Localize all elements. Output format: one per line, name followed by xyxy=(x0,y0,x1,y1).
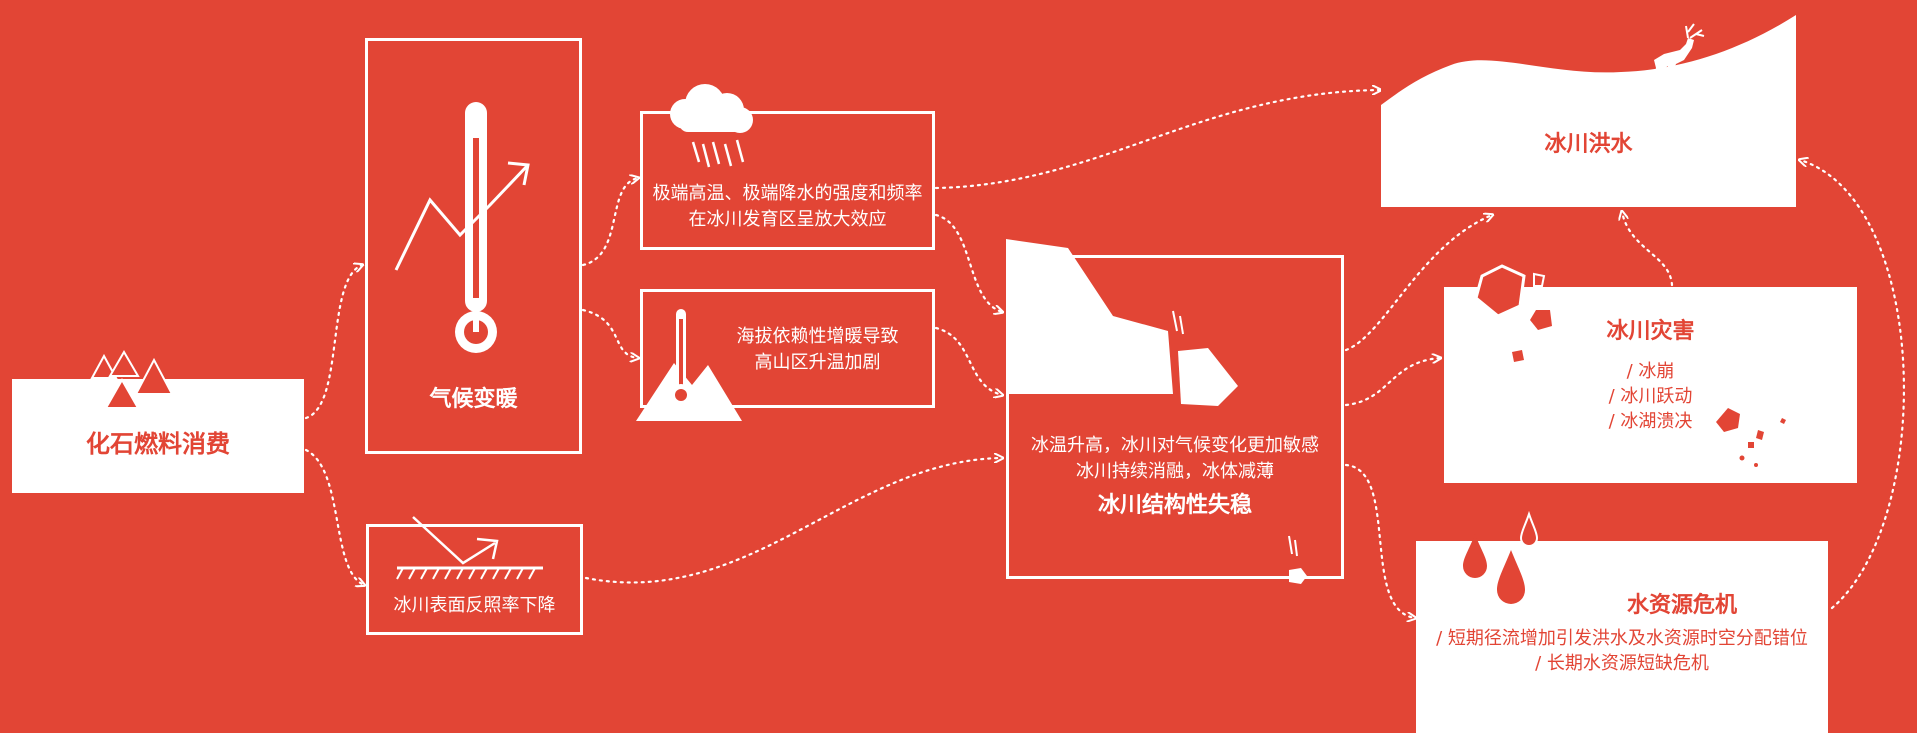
node-text-line1: 海拔依赖性增暖导致 xyxy=(736,326,899,347)
rocks-icon xyxy=(1716,408,1786,467)
rising-arrow-icon xyxy=(394,161,530,271)
node-text-line2: 在冰川发育区呈放大效应 xyxy=(688,209,887,230)
node-climate-warming: 气候变暖 xyxy=(365,38,582,454)
arrow-elevation-to-instability xyxy=(934,326,1002,395)
node-text-line1: 极端高温、极端降水的强度和频率 xyxy=(652,183,923,204)
list-item: / 冰湖溃决 xyxy=(1608,411,1693,432)
node-glacier-instability: 冰温升高，冰川对气候变化更加敏感 冰川持续消融，冰体减薄 冰川结构性失稳 xyxy=(1006,255,1344,579)
node-albedo-decline: 冰川表面反照率下降 xyxy=(366,524,583,635)
node-title: 化石燃料消费 xyxy=(86,430,230,458)
arrow-disaster-to-flood xyxy=(1622,212,1674,287)
node-title: 水资源危机 xyxy=(1626,593,1737,618)
arrow-instability-to-flood xyxy=(1344,215,1492,352)
arrow-instability-to-water xyxy=(1344,463,1415,618)
arrow-climate-to-extreme xyxy=(581,178,638,267)
arrow-albedo-to-instability xyxy=(584,458,1002,584)
arrow-instability-to-disaster xyxy=(1344,358,1440,407)
reflection-icon xyxy=(396,516,543,580)
arrow-fossil-to-albedo xyxy=(304,448,364,585)
arrow-extreme-to-instability xyxy=(934,213,1002,312)
node-extreme-weather: 极端高温、极端降水的强度和频率 在冰川发育区呈放大效应 xyxy=(640,111,935,250)
node-fossil-fuel: 化石燃料消费 xyxy=(12,379,304,493)
node-glacier-disaster: 冰川灾害 / 冰崩 / 冰川跃动 / 冰湖溃决 xyxy=(1444,287,1857,483)
node-text-line1: / 短期径流增加引发洪水及水资源时空分配错位 xyxy=(1436,628,1808,649)
water-drops-icon xyxy=(1463,510,1539,604)
node-title: 气候变暖 xyxy=(429,387,518,412)
arrow-fossil-to-climate xyxy=(304,265,362,420)
deer-icon xyxy=(1650,23,1705,86)
rain-cloud-icon xyxy=(670,84,753,168)
node-text-line2: 高山区升温加剧 xyxy=(754,352,881,373)
mountains-icon xyxy=(90,350,174,409)
arrow-water-to-flood xyxy=(1800,160,1905,610)
node-title: 冰川结构性失稳 xyxy=(1097,493,1252,518)
node-elevation-warming: 海拔依赖性增暖导致 高山区升温加剧 xyxy=(640,289,935,408)
flood-wave-shape xyxy=(1381,10,1796,105)
node-text-line2: 冰川持续消融，冰体减薄 xyxy=(1076,461,1274,482)
node-text-line1: 冰温升高，冰川对气候变化更加敏感 xyxy=(1031,435,1319,456)
ice-cliff-icon xyxy=(1006,239,1238,406)
arrow-extreme-to-flood xyxy=(934,90,1380,190)
node-water-crisis: 水资源危机 / 短期径流增加引发洪水及水资源时空分配错位 / 长期水资源短缺危机 xyxy=(1416,541,1828,733)
node-text-line2: / 长期水资源短缺危机 xyxy=(1535,653,1709,674)
node-title: 冰川灾害 xyxy=(1606,319,1695,344)
falling-ice-icon xyxy=(1288,535,1307,584)
arrow-climate-to-elevation xyxy=(581,308,638,358)
rocks-icon xyxy=(1474,264,1552,362)
snow-mountain-icon xyxy=(636,309,742,421)
list-item: / 冰川跃动 xyxy=(1608,386,1693,407)
list-item: / 冰崩 xyxy=(1626,361,1675,382)
node-title: 冰川表面反照率下降 xyxy=(393,595,556,616)
thermometer-icon xyxy=(455,102,497,353)
node-title: 冰川洪水 xyxy=(1544,132,1633,157)
